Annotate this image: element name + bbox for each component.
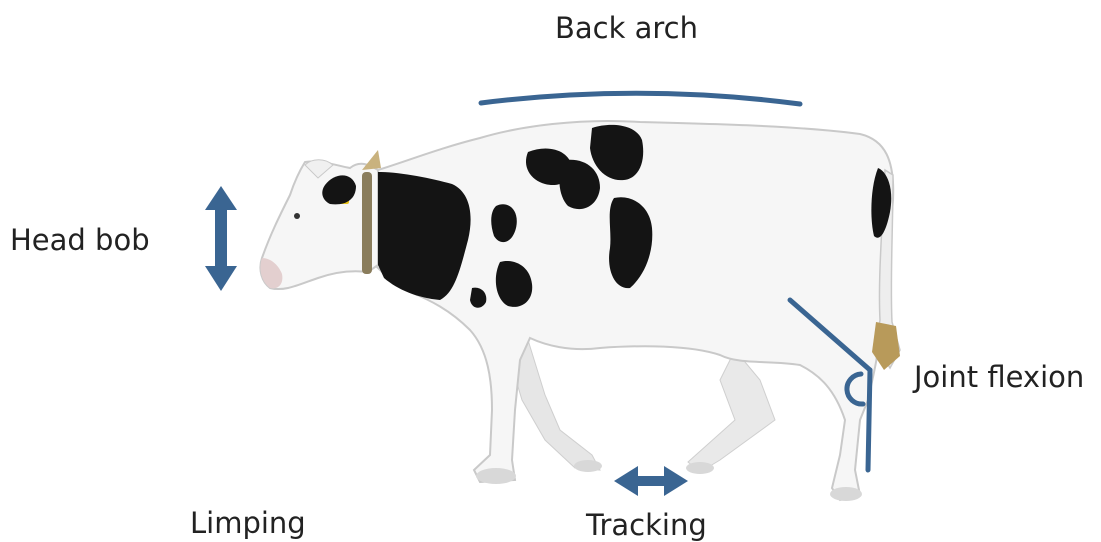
horizontal-double-arrow-icon: [614, 466, 688, 496]
tracking-label: Tracking: [586, 511, 707, 540]
joint-flexion-label: Joint flexion: [914, 363, 1084, 392]
head-bob-label: Head bob: [10, 226, 150, 255]
back-arch-label: Back arch: [555, 14, 698, 43]
cow-far-front-leg: [510, 340, 600, 470]
cow-far-hind-leg: [688, 350, 775, 472]
limping-label: Limping: [190, 509, 306, 538]
cow-collar: [362, 172, 372, 274]
vertical-double-arrow-icon: [205, 186, 237, 291]
cow-body: [375, 121, 893, 500]
cow-eye: [294, 213, 300, 219]
back-arch-curve-icon: [481, 93, 800, 104]
cow-horn: [362, 150, 381, 170]
